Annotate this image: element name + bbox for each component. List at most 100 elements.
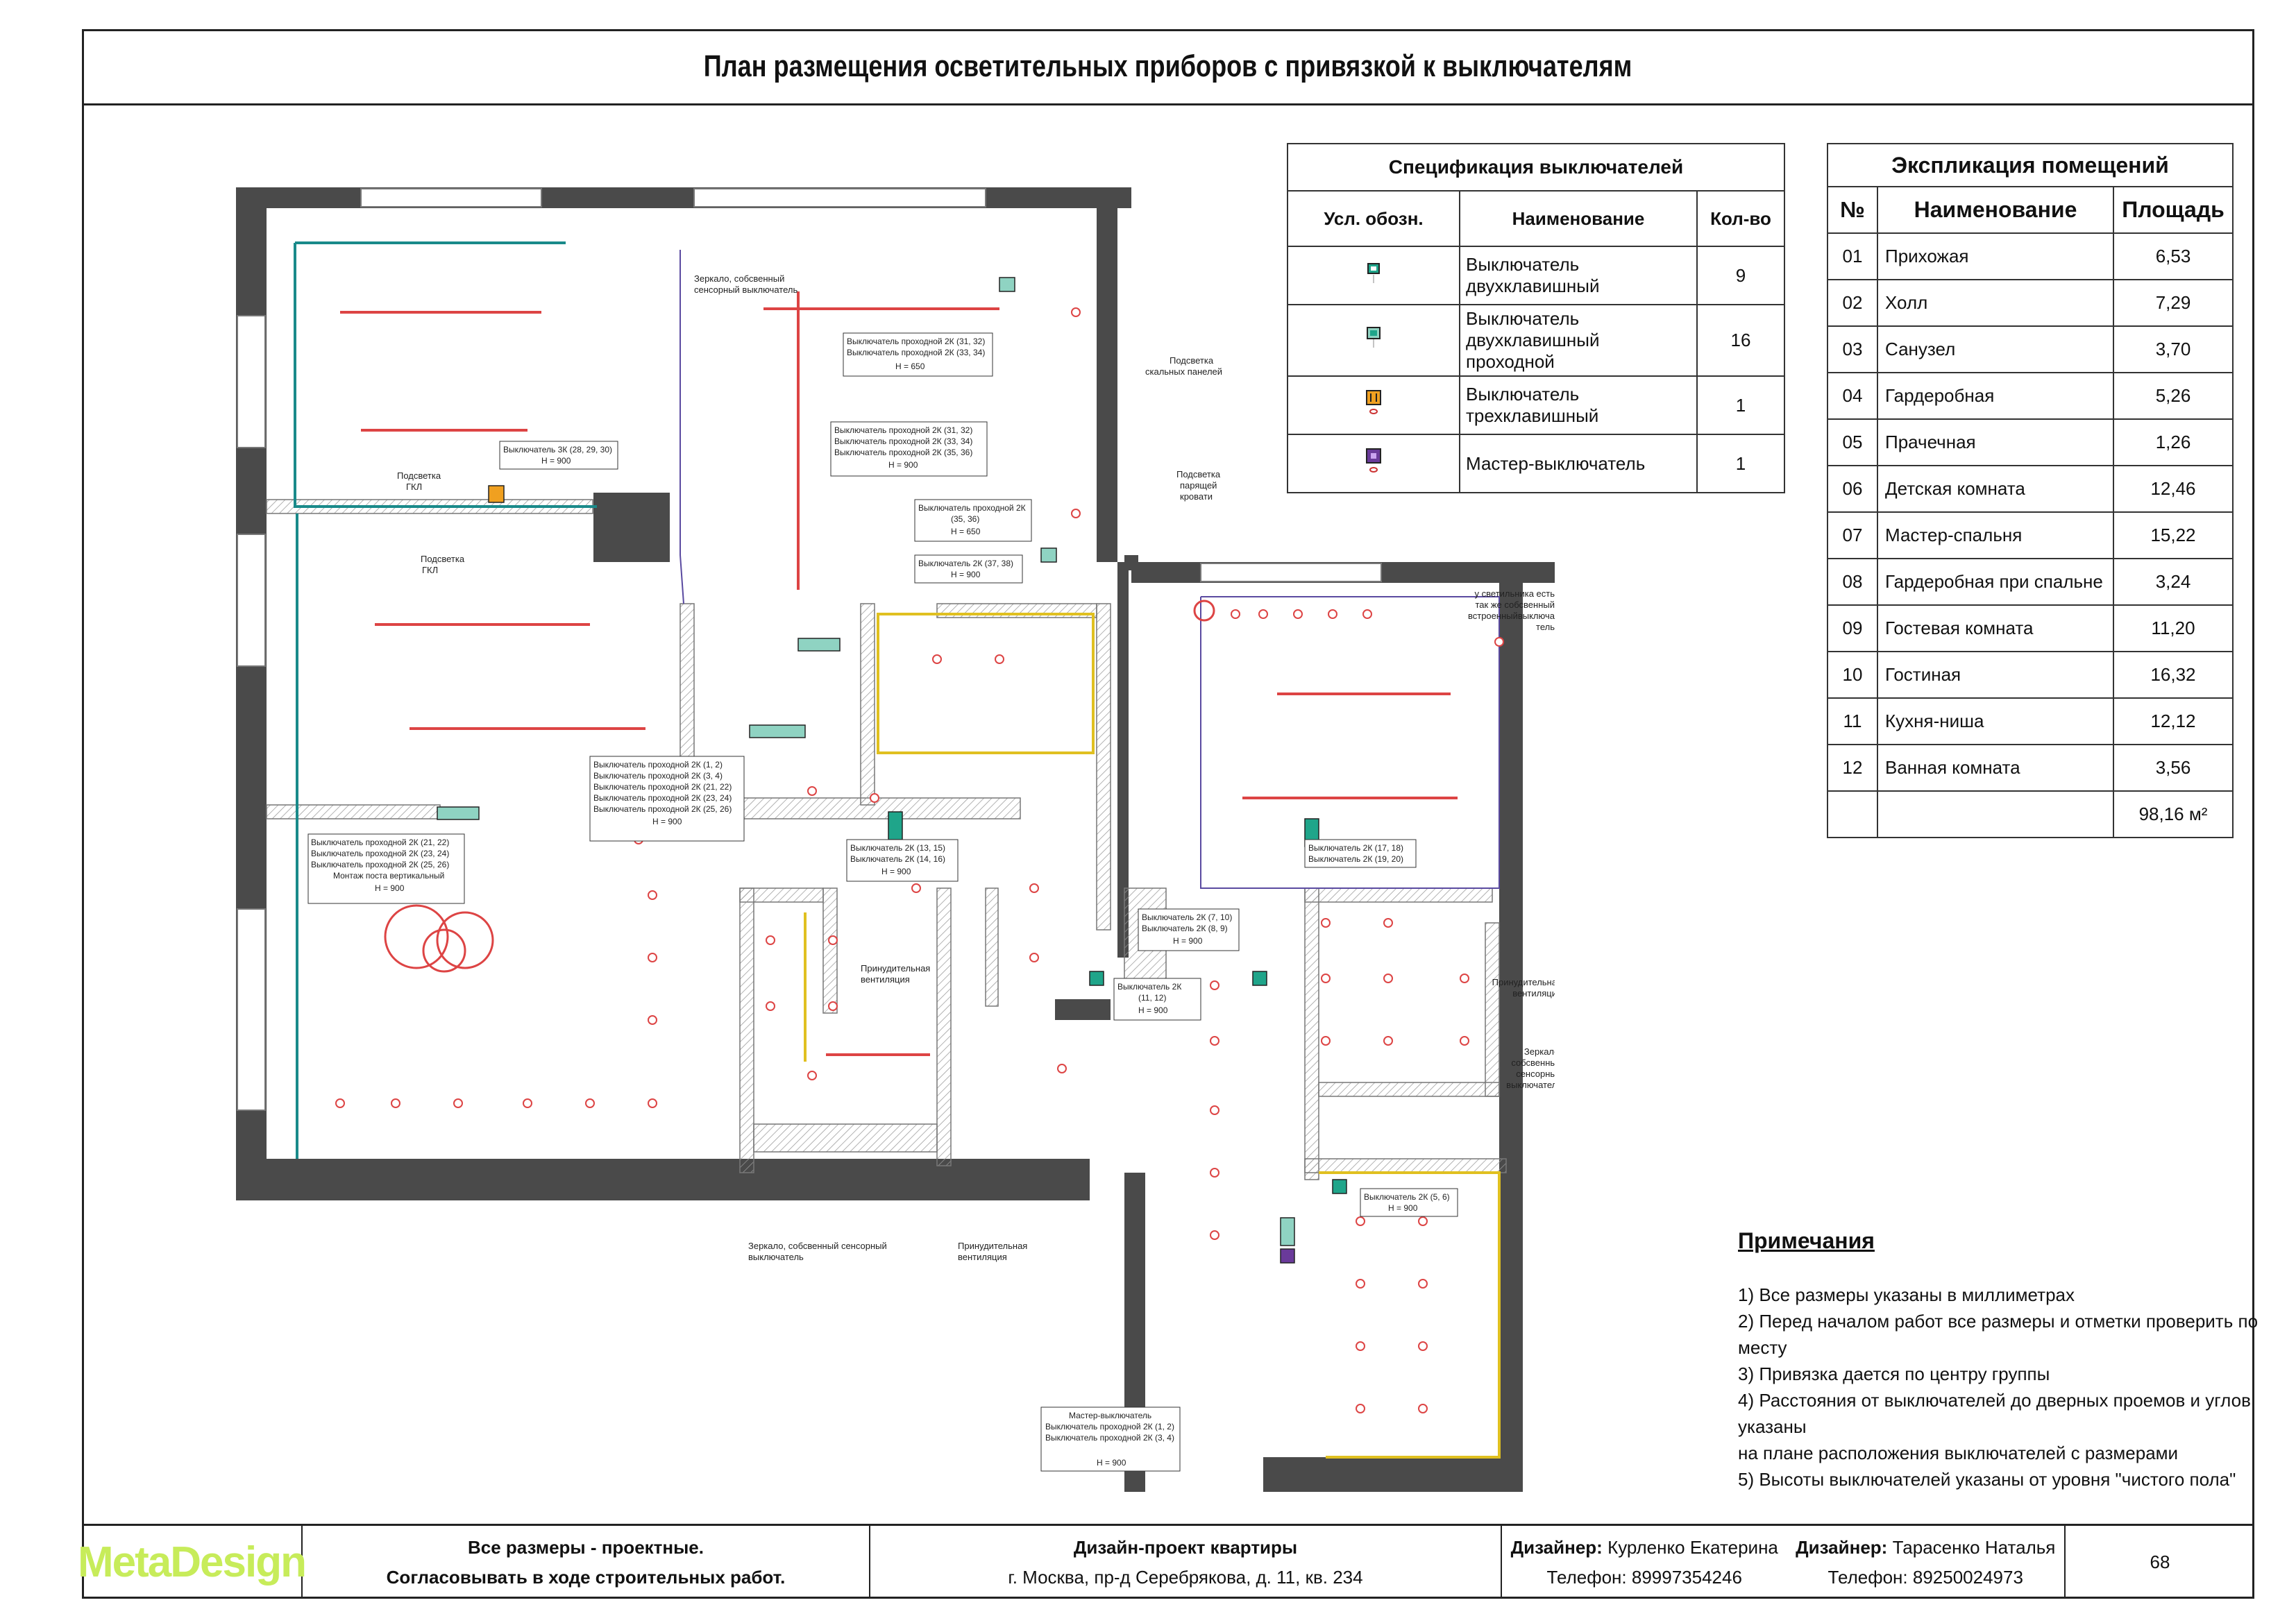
master-label-c: Выключатель проходной 2К (3, 4) bbox=[1045, 1433, 1174, 1443]
living-switch-3: Выключатель проходной 2К (21, 22) bbox=[593, 782, 732, 792]
switch-3k-height: Н = 900 bbox=[541, 456, 571, 466]
pass-37-38-label: Выключатель 2К (37, 38) bbox=[918, 559, 1013, 568]
spec-row: Мастер-выключатель 1 bbox=[1287, 434, 1785, 493]
ring-pendant-lights bbox=[384, 600, 1215, 973]
room-num: 07 bbox=[1827, 511, 1878, 559]
spec-row: Выключатель двухклавишный проходной 16 bbox=[1287, 304, 1785, 377]
note-19-d: тель bbox=[1536, 622, 1555, 632]
disclaimer-line-1: Все размеры - проектные. bbox=[467, 1536, 704, 1558]
room-name: Мастер-спальня bbox=[1877, 511, 2114, 559]
triple-switch-icon bbox=[488, 485, 505, 503]
spec-name: Выключатель двухклавишный проходной bbox=[1459, 304, 1698, 377]
room-num: 01 bbox=[1827, 232, 1878, 280]
sw-7-10-label: Выключатель 2К (7, 10) bbox=[1142, 912, 1232, 922]
switch-3k-label: Выключатель 3К (28, 29, 30) bbox=[503, 445, 612, 454]
sw-5-6-h900: Н = 900 bbox=[1388, 1203, 1418, 1213]
spec-name: Выключатель двухклавишный bbox=[1459, 246, 1698, 305]
rooms-caption: Экспликация помещений bbox=[1827, 143, 2234, 187]
room-total-row: 98,16 м² bbox=[1827, 790, 2234, 838]
sw-11-12-a: Выключатель 2К bbox=[1117, 982, 1181, 992]
room-name: Прихожая bbox=[1877, 232, 2114, 280]
room-area: 12,12 bbox=[2113, 697, 2234, 745]
switch-spec-table: Спецификация выключателей Усл. обозн. На… bbox=[1287, 143, 1785, 493]
triple-switch-icon bbox=[1366, 389, 1381, 414]
project-address: г. Москва, пр-д Серебрякова, д. 11, кв. … bbox=[1008, 1566, 1363, 1588]
note-19-b: так же собсвенный bbox=[1475, 600, 1555, 610]
designer-1-phone: Телефон: 89997354246 bbox=[1546, 1566, 1742, 1588]
sw-14-16-label: Выключатель 2К (14, 16) bbox=[850, 854, 945, 864]
room-area: 3,70 bbox=[2113, 325, 2234, 373]
designer-2-phone: Телефон: 89250024973 bbox=[1827, 1566, 2023, 1588]
sw-13-15-h900: Н = 900 bbox=[881, 867, 911, 876]
vent-10-a: Принудительная bbox=[1492, 977, 1555, 987]
spec-row: Выключатель двухклавишный 9 bbox=[1287, 246, 1785, 305]
note-line: 1) Все размеры указаны в миллиметрах bbox=[1738, 1284, 2075, 1305]
spec-name: Выключатель трехклавишный bbox=[1459, 375, 1698, 435]
light-34-label-a: Подсветка bbox=[1176, 469, 1221, 479]
light-25-label-a: Подсветка bbox=[421, 554, 465, 564]
mirror-1-label-a: Зеркало, собсвенный bbox=[694, 273, 784, 284]
room-num: 05 bbox=[1827, 418, 1878, 466]
switch-symbols bbox=[437, 277, 1347, 1264]
room-area: 15,22 bbox=[2113, 511, 2234, 559]
room-total: 98,16 м² bbox=[2113, 790, 2234, 838]
room-num: 09 bbox=[1827, 604, 1878, 652]
room-area: 1,26 bbox=[2113, 418, 2234, 466]
living-switch-4: Выключатель проходной 2К (23, 24) bbox=[593, 793, 732, 803]
master-switch-icon bbox=[1280, 1248, 1295, 1264]
yellow-lines bbox=[804, 613, 1501, 1459]
room-num: 02 bbox=[1827, 279, 1878, 327]
note-19-a: у светильника есть bbox=[1475, 588, 1555, 599]
logo-cell: MetaDesign bbox=[78, 1526, 307, 1599]
mirror-2-b: собсвенный bbox=[1511, 1057, 1555, 1068]
designer-1-label: Дизайнер: bbox=[1510, 1536, 1603, 1558]
pass-37-38-h900: Н = 900 bbox=[951, 570, 981, 579]
vent-10-b: вентиляция bbox=[1512, 988, 1555, 999]
note-line: 2) Перед началом работ все размеры и отм… bbox=[1738, 1311, 2259, 1358]
room-num: 10 bbox=[1827, 651, 1878, 699]
living-switch-5: Выключатель проходной 2К (25, 26) bbox=[593, 804, 732, 814]
sw-11-12-h900: Н = 900 bbox=[1138, 1005, 1168, 1015]
note-line: 4) Расстояния от выключателей до дверных… bbox=[1738, 1390, 2251, 1437]
pass-31-32-label: Выключатель проходной 2К (31, 32) bbox=[847, 337, 985, 346]
designer-1-name: Курленко Екатерина bbox=[1607, 1536, 1778, 1558]
room-area: 16,32 bbox=[2113, 651, 2234, 699]
rooms-header-area: Площадь bbox=[2113, 186, 2234, 234]
double-switch-icon bbox=[1367, 262, 1380, 283]
vent-16-a: Принудительная bbox=[861, 963, 930, 974]
master-label-b: Выключатель проходной 2К (1, 2) bbox=[1045, 1422, 1174, 1431]
room-area: 6,53 bbox=[2113, 232, 2234, 280]
project-title: Дизайн-проект квартиры bbox=[1073, 1536, 1298, 1558]
designer-2-label: Дизайнер: bbox=[1796, 1536, 1888, 1558]
page-number: 68 bbox=[2150, 1552, 2170, 1572]
callout-boxes bbox=[307, 332, 1458, 1472]
living-b-switch-3: Выключатель проходной 2К (25, 26) bbox=[311, 860, 449, 869]
rooms-table: Экспликация помещений № Наименование Пло… bbox=[1827, 143, 2234, 838]
room-area: 3,56 bbox=[2113, 744, 2234, 792]
double-passthrough-switch-icon bbox=[1367, 327, 1381, 348]
room-name: Кухня-ниша bbox=[1877, 697, 2114, 745]
rooms-header-num: № bbox=[1827, 186, 1878, 234]
living-b-switch-1: Выключатель проходной 2К (21, 22) bbox=[311, 838, 449, 847]
room-name: Гардеробная при спальне bbox=[1877, 558, 2114, 606]
note-line: на плане расположения выключателей с раз… bbox=[1738, 1443, 2179, 1463]
room-num: 08 bbox=[1827, 558, 1878, 606]
page-title: План размещения осветительных приборов с… bbox=[704, 49, 1632, 83]
room-name: Гардеробная bbox=[1877, 372, 2114, 420]
pass-h900-label: Н = 900 bbox=[888, 460, 918, 470]
spec-row: Выключатель трехклавишный 1 bbox=[1287, 375, 1785, 435]
living-b-h900: Н = 900 bbox=[375, 883, 405, 893]
light-35-label-a: Подсветка bbox=[1170, 355, 1214, 366]
room-name: Гостевая комната bbox=[1877, 604, 2114, 652]
spec-caption: Спецификация выключателей bbox=[1287, 143, 1785, 192]
double-passthrough-switch-icon bbox=[1040, 547, 1057, 563]
